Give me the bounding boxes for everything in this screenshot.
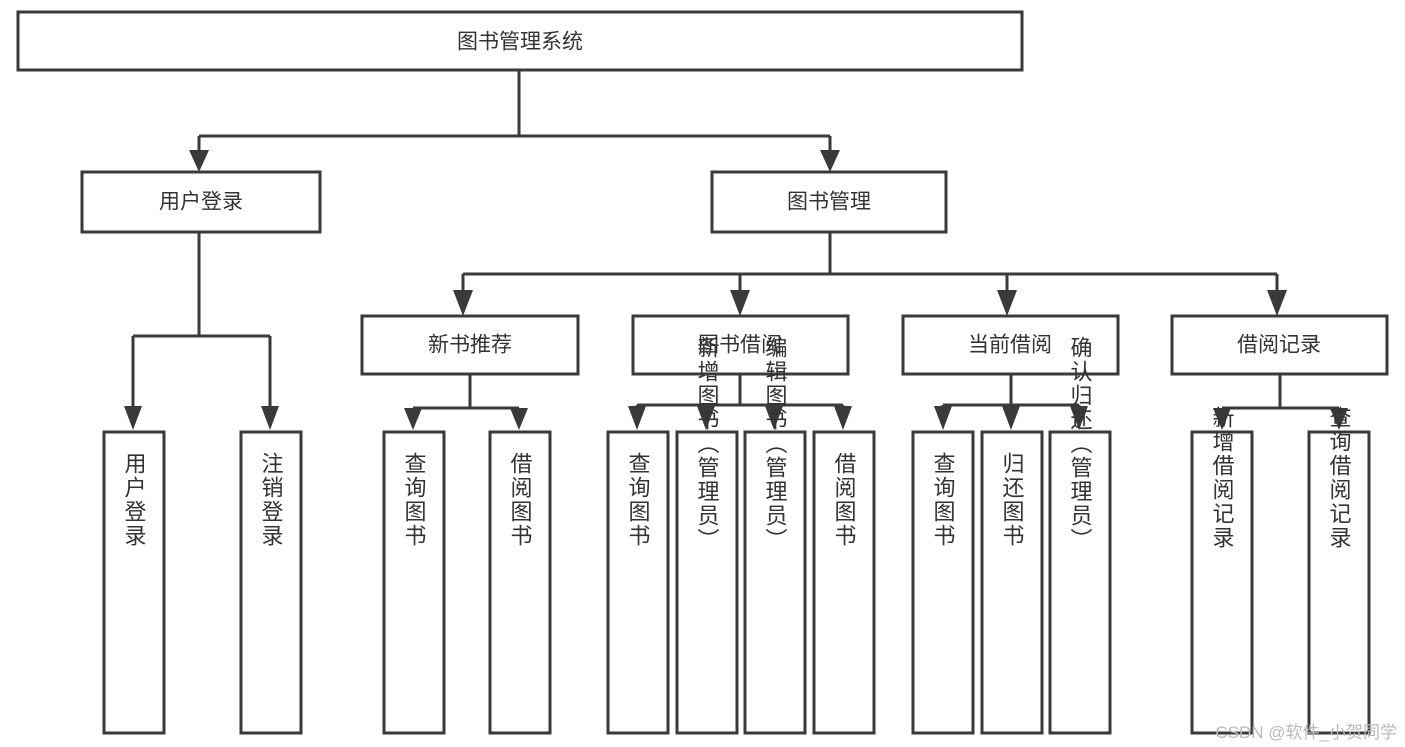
- node-leaf-confirm-return-label: 确认归还（管理员）: [1068, 336, 1093, 552]
- node-leaf-query-book-c-box[interactable]: [911, 430, 975, 735]
- arrow-head-leaf-11: [1213, 408, 1231, 430]
- node-user-login-label: 用户登录: [159, 191, 243, 214]
- node-leaf-query-book-a[interactable]: 查询图书: [382, 430, 446, 735]
- node-new-book-recommend[interactable]: 新书推荐: [360, 314, 580, 376]
- arrow-head-l2-2: [997, 290, 1017, 316]
- arrow-head-leaf-0: [124, 406, 142, 430]
- arrow-head-leaf-6: [765, 406, 783, 430]
- node-current-borrow-label: 当前借阅: [968, 334, 1052, 357]
- node-leaf-return-book[interactable]: 归还图书: [980, 430, 1044, 735]
- node-leaf-query-borrow-record[interactable]: 查询借阅记录: [1307, 406, 1371, 735]
- arrow-head-leaf-1: [261, 406, 279, 430]
- node-leaf-query-book-b[interactable]: 查询图书: [606, 430, 670, 735]
- node-book-borrow-label: 图书借阅: [698, 334, 782, 357]
- node-borrow-record-label: 借阅记录: [1237, 334, 1321, 357]
- node-leaf-borrow-book-b-label: 借阅图书: [832, 452, 857, 548]
- node-leaf-borrow-book-b[interactable]: 借阅图书: [812, 430, 876, 735]
- node-root-box[interactable]: [16, 10, 1024, 72]
- node-book-management-label: 图书管理: [787, 191, 871, 214]
- node-leaf-query-book-b-label: 查询图书: [626, 452, 651, 548]
- arrow-head-l2-1: [730, 290, 750, 316]
- node-leaf-query-book-c-label: 查询图书: [931, 452, 956, 548]
- node-leaf-return-book-box[interactable]: [980, 430, 1044, 735]
- node-leaf-add-borrow-record[interactable]: 新增借阅记录: [1190, 406, 1254, 735]
- node-borrow-record[interactable]: 借阅记录: [1170, 314, 1389, 376]
- arrow-head-leaf-10: [1070, 406, 1088, 430]
- node-leaf-user-login-box[interactable]: [102, 430, 166, 735]
- arrow-head-leaf-12: [1330, 408, 1348, 430]
- node-leaf-query-book-c[interactable]: 查询图书: [911, 430, 975, 735]
- connector-layer: [124, 70, 1348, 430]
- node-new-book-recommend-label: 新书推荐: [428, 334, 512, 357]
- arrow-head-leaf-4: [628, 406, 646, 430]
- node-book-management-box[interactable]: [710, 170, 948, 234]
- arrow-head-leaf-5: [697, 406, 715, 430]
- node-leaf-add-borrow-record-label: 新增借阅记录: [1210, 406, 1235, 550]
- arrow-head-book-mgmt: [820, 150, 840, 172]
- node-book-borrow-box[interactable]: [631, 314, 850, 376]
- arrow-head-leaf-2: [404, 408, 422, 430]
- node-leaf-logout[interactable]: 注销登录: [239, 430, 303, 735]
- node-leaf-return-book-label: 归还图书: [1000, 452, 1025, 548]
- node-leaf-add-borrow-record-box[interactable]: [1190, 430, 1254, 735]
- node-leaf-borrow-book-a-label: 借阅图书: [508, 452, 533, 548]
- node-user-login[interactable]: 用户登录: [80, 170, 322, 234]
- arrow-head-leaf-9: [1002, 406, 1020, 430]
- node-root[interactable]: 图书管理系统: [16, 10, 1024, 72]
- node-leaf-borrow-book-a[interactable]: 借阅图书: [488, 430, 552, 735]
- node-leaf-borrow-book-a-box[interactable]: [488, 430, 552, 735]
- node-leaf-borrow-book-b-box[interactable]: [812, 430, 876, 735]
- arrow-head-l2-3: [1267, 290, 1287, 316]
- node-leaf-query-borrow-record-label: 查询借阅记录: [1327, 406, 1352, 550]
- arrow-head-l2-0: [453, 290, 473, 316]
- node-leaf-user-login-label: 用户登录: [122, 452, 147, 548]
- node-leaf-query-book-a-label: 查询图书: [402, 452, 427, 548]
- arrow-head-user-login: [189, 150, 209, 172]
- node-leaf-add-book-box[interactable]: [675, 430, 739, 735]
- node-leaf-edit-book-box[interactable]: [743, 430, 807, 735]
- node-leaf-query-book-b-box[interactable]: [606, 430, 670, 735]
- node-book-management[interactable]: 图书管理: [710, 170, 948, 234]
- watermark-text: CSDN @软件_小贺同学: [1215, 723, 1397, 742]
- node-leaf-logout-box[interactable]: [239, 430, 303, 735]
- arrow-head-leaf-7: [834, 406, 852, 430]
- node-leaf-query-borrow-record-box[interactable]: [1307, 430, 1371, 735]
- arrow-head-leaf-8: [934, 406, 952, 430]
- node-user-login-box[interactable]: [80, 170, 322, 234]
- node-leaf-add-book[interactable]: 新增图书（管理员）: [675, 336, 739, 735]
- node-current-borrow[interactable]: 当前借阅: [901, 314, 1120, 376]
- node-root-label: 图书管理系统: [457, 31, 583, 54]
- node-leaf-user-login[interactable]: 用户登录: [102, 430, 166, 735]
- node-book-borrow[interactable]: 图书借阅: [631, 314, 850, 376]
- arrow-head-leaf-3: [510, 408, 528, 430]
- node-borrow-record-box[interactable]: [1170, 314, 1389, 376]
- node-current-borrow-box[interactable]: [901, 314, 1120, 376]
- node-leaf-edit-book-label: 编辑图书（管理员）: [763, 336, 788, 552]
- node-leaf-query-book-a-box[interactable]: [382, 430, 446, 735]
- node-leaf-add-book-label: 新增图书（管理员）: [695, 336, 720, 552]
- node-leaf-confirm-return[interactable]: 确认归还（管理员）: [1048, 336, 1112, 735]
- node-leaf-edit-book[interactable]: 编辑图书（管理员）: [743, 336, 807, 735]
- node-new-book-recommend-box[interactable]: [360, 314, 580, 376]
- node-leaf-logout-label: 注销登录: [259, 452, 284, 548]
- node-leaf-confirm-return-box[interactable]: [1048, 430, 1112, 735]
